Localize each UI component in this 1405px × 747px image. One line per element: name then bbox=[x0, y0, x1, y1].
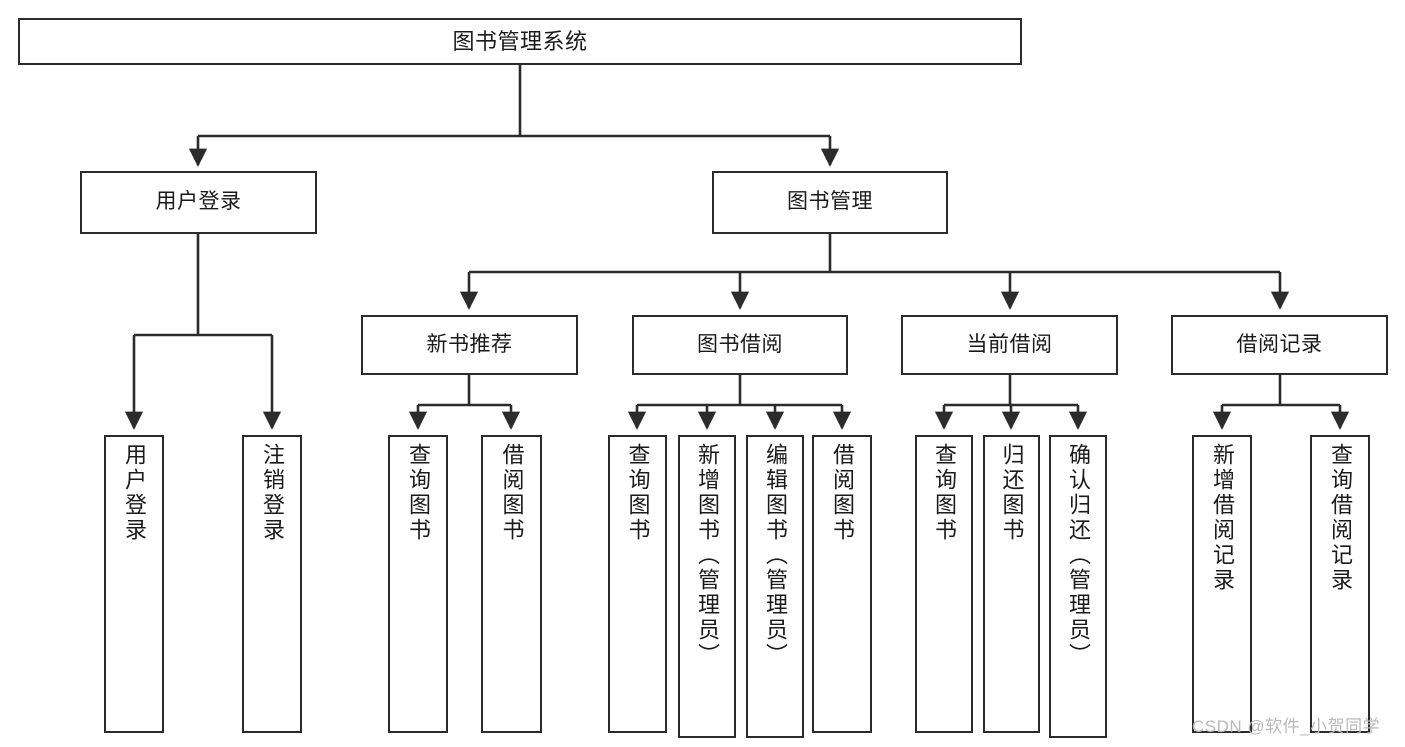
leaf-user-login[interactable]: 用户登录 bbox=[104, 435, 164, 733]
leaf-borrow-book-recommend[interactable]: 借阅图书 bbox=[481, 435, 542, 733]
leaf-add-book-admin[interactable]: 新增图书（管理员） bbox=[678, 435, 736, 738]
node-new-book-recommend[interactable]: 新书推荐 bbox=[361, 315, 578, 375]
node-label: 确认归还（管理员） bbox=[1066, 443, 1091, 668]
node-label: 查询图书 bbox=[625, 443, 651, 543]
node-label: 查询图书 bbox=[932, 443, 957, 543]
leaf-return-book[interactable]: 归还图书 bbox=[983, 435, 1040, 733]
leaf-query-borrow-record[interactable]: 查询借阅记录 bbox=[1310, 435, 1370, 733]
node-label: 图书管理系统 bbox=[452, 28, 588, 54]
leaf-borrow-book-borrow[interactable]: 借阅图书 bbox=[812, 435, 872, 733]
leaf-confirm-return-admin[interactable]: 确认归还（管理员） bbox=[1049, 435, 1107, 738]
node-label: 借阅图书 bbox=[499, 443, 525, 543]
node-current-borrow[interactable]: 当前借阅 bbox=[901, 315, 1118, 375]
node-label: 当前借阅 bbox=[966, 332, 1053, 356]
node-label: 用户登录 bbox=[122, 443, 147, 543]
leaf-query-book-borrow[interactable]: 查询图书 bbox=[608, 435, 667, 733]
node-label: 新书推荐 bbox=[426, 332, 513, 356]
node-root-system[interactable]: 图书管理系统 bbox=[18, 18, 1022, 65]
node-label: 查询图书 bbox=[406, 443, 431, 543]
leaf-query-book-recommend[interactable]: 查询图书 bbox=[388, 435, 448, 733]
node-book-borrow[interactable]: 图书借阅 bbox=[632, 315, 848, 375]
node-label: 用户登录 bbox=[155, 190, 242, 214]
node-label: 借阅记录 bbox=[1236, 332, 1323, 356]
node-label: 图书借阅 bbox=[697, 332, 783, 356]
node-label: 新增图书（管理员） bbox=[695, 443, 720, 668]
node-label: 借阅图书 bbox=[830, 443, 855, 543]
node-book-management[interactable]: 图书管理 bbox=[712, 171, 948, 234]
node-label: 新增借阅记录 bbox=[1210, 443, 1235, 593]
node-label: 编辑图书（管理员） bbox=[763, 443, 788, 668]
leaf-add-borrow-record[interactable]: 新增借阅记录 bbox=[1192, 435, 1252, 733]
node-label: 注销登录 bbox=[260, 443, 285, 543]
node-user-login[interactable]: 用户登录 bbox=[80, 171, 317, 234]
node-borrow-record[interactable]: 借阅记录 bbox=[1171, 315, 1388, 375]
leaf-logout[interactable]: 注销登录 bbox=[242, 435, 302, 733]
leaf-edit-book-admin[interactable]: 编辑图书（管理员） bbox=[746, 435, 804, 738]
leaf-query-book-current[interactable]: 查询图书 bbox=[915, 435, 973, 733]
node-label: 图书管理 bbox=[787, 190, 873, 214]
watermark: CSDN @软件_小贺同学 bbox=[1192, 717, 1381, 736]
node-label: 归还图书 bbox=[999, 443, 1025, 543]
node-label: 查询借阅记录 bbox=[1328, 443, 1353, 593]
